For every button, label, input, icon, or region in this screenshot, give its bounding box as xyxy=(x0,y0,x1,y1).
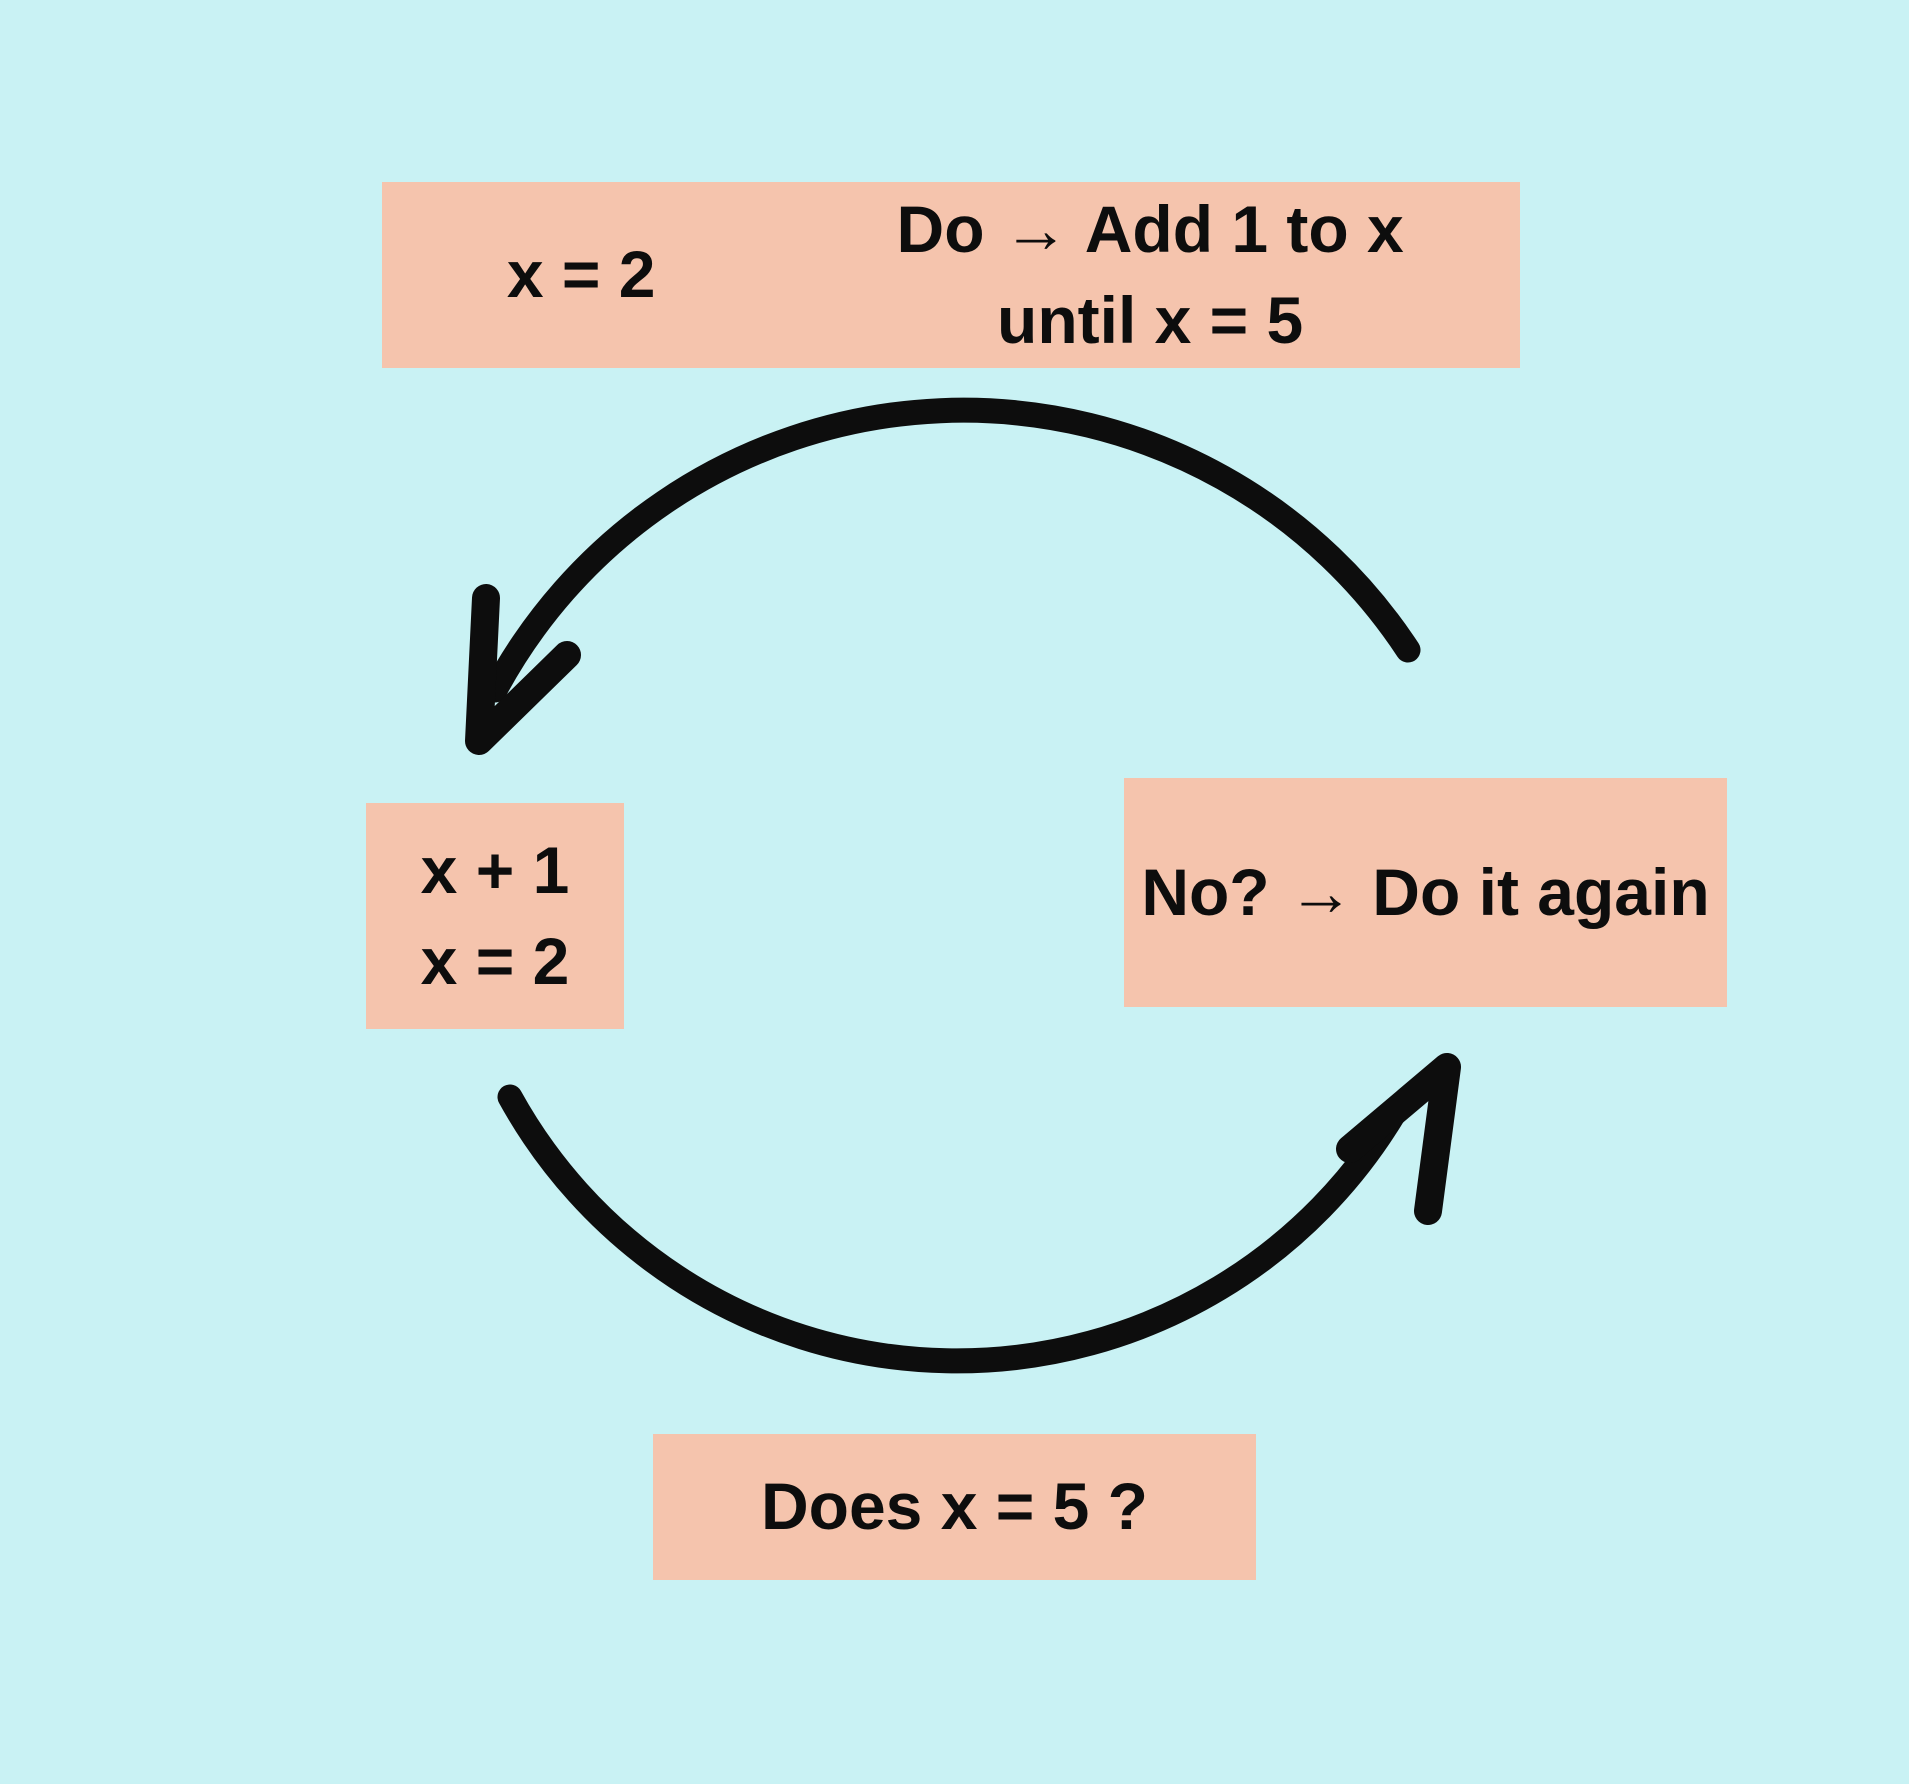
repeat-label: No? → Do it again xyxy=(1141,854,1710,929)
top-loop-arc-icon xyxy=(482,397,1421,703)
increment-value-label: x = 2 xyxy=(420,924,570,998)
loop-rule-line2: until x = 5 xyxy=(997,283,1304,357)
condition-label: Does x = 5 ? xyxy=(760,1469,1148,1544)
loop-header-box: x = 2 Do → Add 1 to x until x = 5 xyxy=(382,182,1520,368)
loop-rule-label: Do → Add 1 to x until x = 5 xyxy=(780,184,1520,366)
init-value-label: x = 2 xyxy=(506,237,656,312)
increment-box: x + 1 x = 2 xyxy=(366,803,624,1029)
loop-rule-line1: Do → Add 1 to x xyxy=(896,191,1404,266)
bottom-loop-arc-icon xyxy=(497,1084,1406,1374)
repeat-box: No? → Do it again xyxy=(1124,778,1727,1007)
increment-expression-label: x + 1 xyxy=(420,832,570,907)
arrowhead-up-right-icon xyxy=(1336,1053,1461,1225)
condition-box: Does x = 5 ? xyxy=(653,1434,1256,1580)
arrowhead-down-left-icon xyxy=(465,584,581,755)
